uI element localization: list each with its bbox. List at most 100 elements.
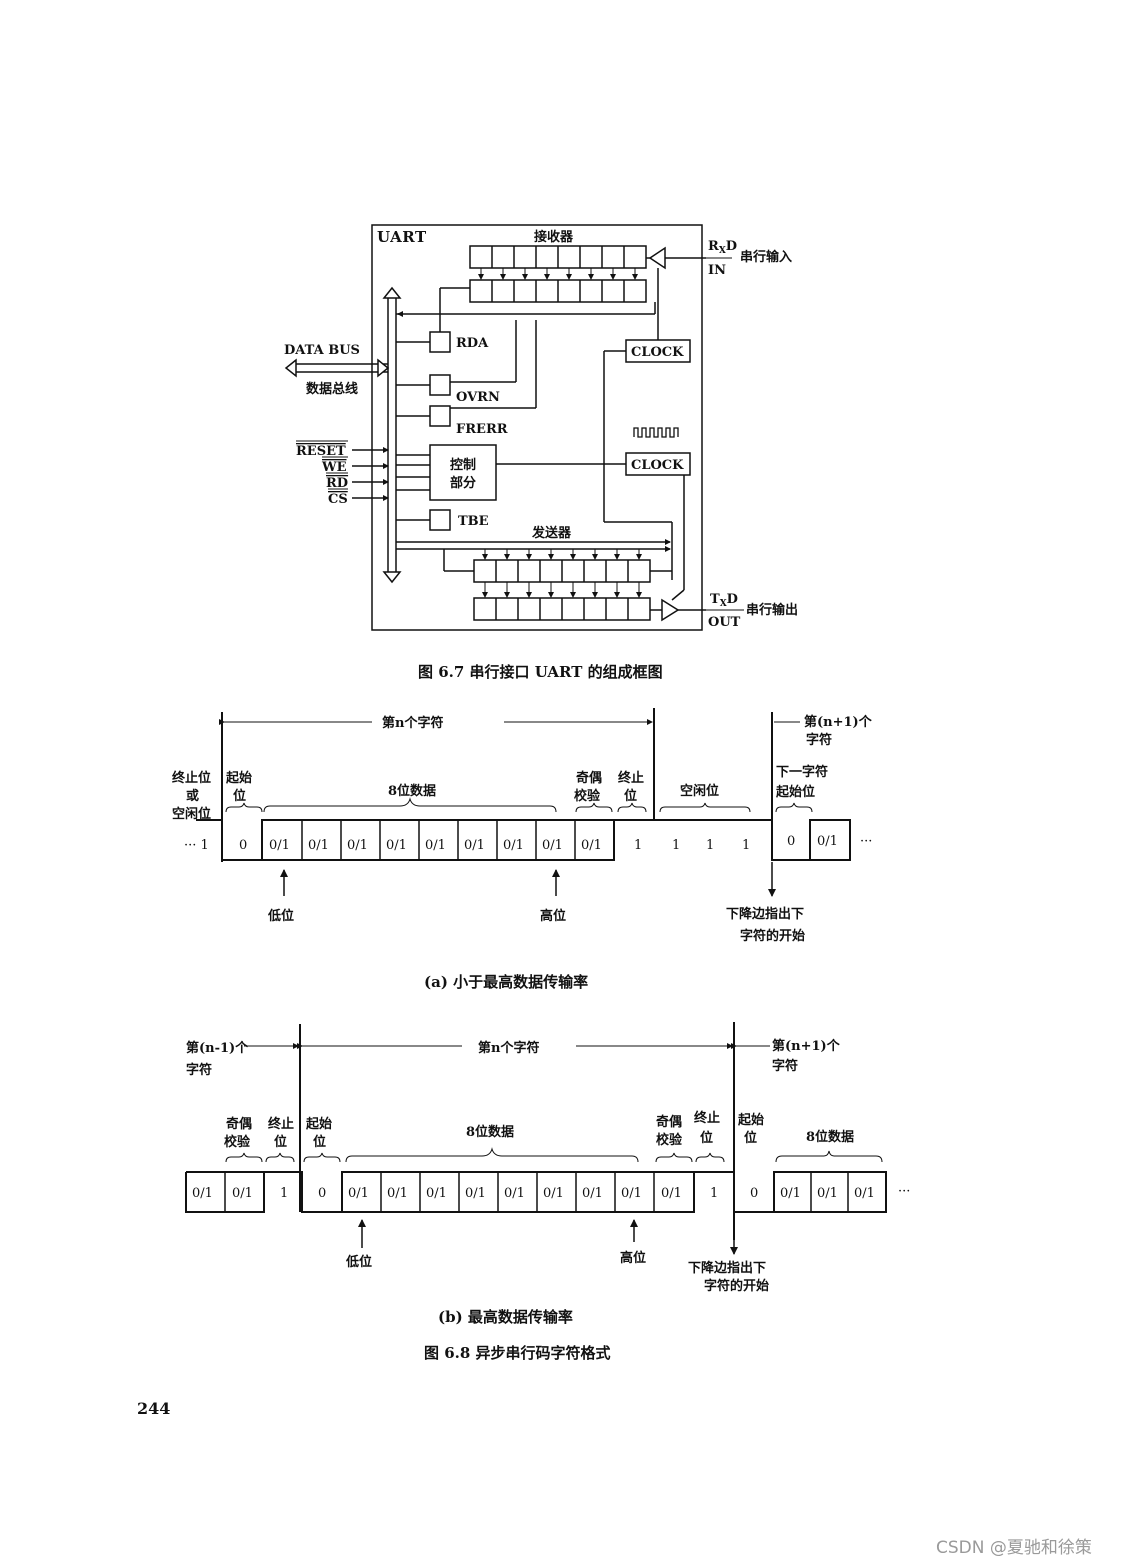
a-start-bit-2: 位 — [233, 788, 246, 804]
a-low-bit: 低位 — [267, 908, 294, 924]
a-idle-vals: 1 1 1 1 — [634, 838, 750, 853]
svg-text:0/1: 0/1 — [464, 838, 485, 853]
tbe-flag — [429, 509, 451, 531]
svg-text:0/1: 0/1 — [854, 1186, 875, 1201]
tx-output-buffer — [661, 598, 680, 622]
receiver-register-1 — [469, 245, 647, 269]
clock-2-label: CLOCK — [631, 458, 684, 473]
page-number: 244 — [137, 1399, 171, 1418]
a-next-start-2: 起始位 — [775, 784, 815, 800]
b-nth-char: 第n个字符 — [478, 1040, 539, 1056]
svg-text:0/1: 0/1 — [817, 1186, 838, 1201]
figure-6-8a-subcaption: (a) 小于最高数据传输率 — [424, 973, 589, 991]
rx-input-buffer — [648, 246, 666, 270]
svg-text:0/1: 0/1 — [542, 838, 563, 853]
svg-text:0/1: 0/1 — [269, 838, 290, 853]
control-label-1: 控制 — [450, 457, 476, 473]
svg-text:0/1: 0/1 — [503, 838, 524, 853]
svg-text:WE: WE — [321, 460, 347, 475]
a-stop-bit-2: 位 — [624, 788, 637, 804]
b-prev-char-1: 第(n-1)个 — [186, 1040, 249, 1056]
svg-text:串行输出: 串行输出 — [746, 602, 798, 618]
frerr-flag — [429, 405, 451, 427]
b-stop2-val: 1 — [710, 1186, 718, 1201]
svg-text:RXD: RXD — [708, 239, 737, 256]
b-low-bit: 低位 — [345, 1254, 372, 1270]
watermark: CSDN @夏驰和徐策 — [936, 1538, 1092, 1558]
transmitter-register-1 — [473, 559, 651, 583]
b-start2-val: 0 — [750, 1186, 758, 1201]
a-next-data: 0/1 — [817, 834, 838, 849]
b-parity2-1: 奇偶 — [656, 1114, 682, 1130]
a-falling-2: 字符的开始 — [740, 928, 805, 944]
b-falling-1: 下降边指出下 — [688, 1260, 766, 1276]
a-data8: 8位数据 — [388, 783, 436, 799]
svg-text:1: 1 — [742, 838, 750, 853]
timing-diagram-b — [185, 1022, 887, 1255]
frerr-label: FRERR — [456, 422, 508, 437]
svg-text:1: 1 — [672, 838, 680, 853]
a-stop-or-idle-1: 终止位 — [172, 770, 211, 786]
a-parity-2: 校验 — [574, 788, 601, 804]
svg-text:RD: RD — [326, 476, 348, 491]
svg-text:0/1: 0/1 — [504, 1186, 525, 1201]
b-parity2-2: 校验 — [656, 1132, 683, 1148]
b-start-val: 0 — [318, 1186, 326, 1201]
clock-1-label: CLOCK — [631, 345, 684, 360]
rda-flag — [429, 331, 451, 353]
receiver-label: 接收器 — [534, 229, 574, 245]
svg-text:1: 1 — [706, 838, 714, 853]
a-lead: ··· 1 — [184, 838, 209, 853]
svg-text:0/1: 0/1 — [780, 1186, 801, 1201]
ovrn-label: OVRN — [456, 390, 500, 405]
b-stop-val: 1 — [280, 1186, 288, 1201]
svg-text:0/1: 0/1 — [582, 1186, 603, 1201]
svg-text:0/1: 0/1 — [386, 838, 407, 853]
a-parity-val: 0/1 — [581, 838, 602, 853]
b-falling-2: 字符的开始 — [704, 1278, 769, 1294]
uart-diagram — [284, 224, 706, 631]
uart-label: UART — [377, 228, 427, 246]
svg-text:0/1: 0/1 — [425, 838, 446, 853]
timing-diagram-a — [196, 708, 851, 897]
a-start-bit-1: 起始 — [225, 770, 252, 786]
svg-text:0/1: 0/1 — [232, 1186, 253, 1201]
b-data8: 8位数据 — [466, 1124, 514, 1140]
svg-text:CS: CS — [328, 492, 348, 507]
b-stop1-1: 终止 — [268, 1116, 294, 1132]
a-parity-1: 奇偶 — [576, 770, 602, 786]
b-parity-val: 0/1 — [661, 1186, 682, 1201]
control-label-2: 部分 — [450, 475, 476, 491]
a-nth-char: 第n个字符 — [382, 715, 443, 731]
svg-text:0/1: 0/1 — [308, 838, 329, 853]
svg-text:1: 1 — [634, 838, 642, 853]
b-stop2-2: 位 — [700, 1130, 713, 1146]
receiver-register-2 — [469, 279, 647, 303]
a-data-cells: 0/1 0/1 0/1 0/1 0/1 0/1 0/1 0/1 — [269, 838, 563, 853]
ovrn-flag — [429, 374, 451, 396]
a-next-start-val: 0 — [787, 834, 795, 849]
a-trail: ··· — [860, 834, 872, 849]
control-signals: RESET WE RD CS — [296, 440, 348, 507]
a-stop-or-idle-3: 空闲位 — [172, 806, 211, 822]
svg-text:RESET: RESET — [296, 444, 346, 459]
a-next-char-2: 字符 — [806, 732, 832, 748]
b-parity1-2: 校验 — [224, 1134, 251, 1150]
b-prev-char-2: 字符 — [186, 1062, 212, 1078]
rxd-label: RXD IN 串行输入 — [704, 239, 792, 278]
svg-text:0/1: 0/1 — [426, 1186, 447, 1201]
figure-6-8b-subcaption: (b) 最高数据传输率 — [438, 1308, 573, 1326]
svg-text:0/1: 0/1 — [543, 1186, 564, 1201]
b-trail: ··· — [898, 1184, 910, 1199]
figure-6-8-caption: 图 6.8 异步串行码字符格式 — [424, 1344, 611, 1362]
uart-frame — [371, 224, 703, 631]
b-high-bit: 高位 — [620, 1250, 646, 1266]
b-next-char-2: 字符 — [772, 1058, 798, 1074]
b-data-cells: 0/1 0/1 0/1 0/1 0/1 0/1 0/1 0/1 — [348, 1186, 642, 1201]
rda-label: RDA — [456, 336, 489, 351]
data-bus-cn-label: 数据总线 — [306, 381, 358, 397]
b-next-cells: 0/1 0/1 0/1 — [780, 1186, 875, 1201]
svg-text:0/1: 0/1 — [387, 1186, 408, 1201]
transmitter-label: 发送器 — [531, 525, 572, 541]
